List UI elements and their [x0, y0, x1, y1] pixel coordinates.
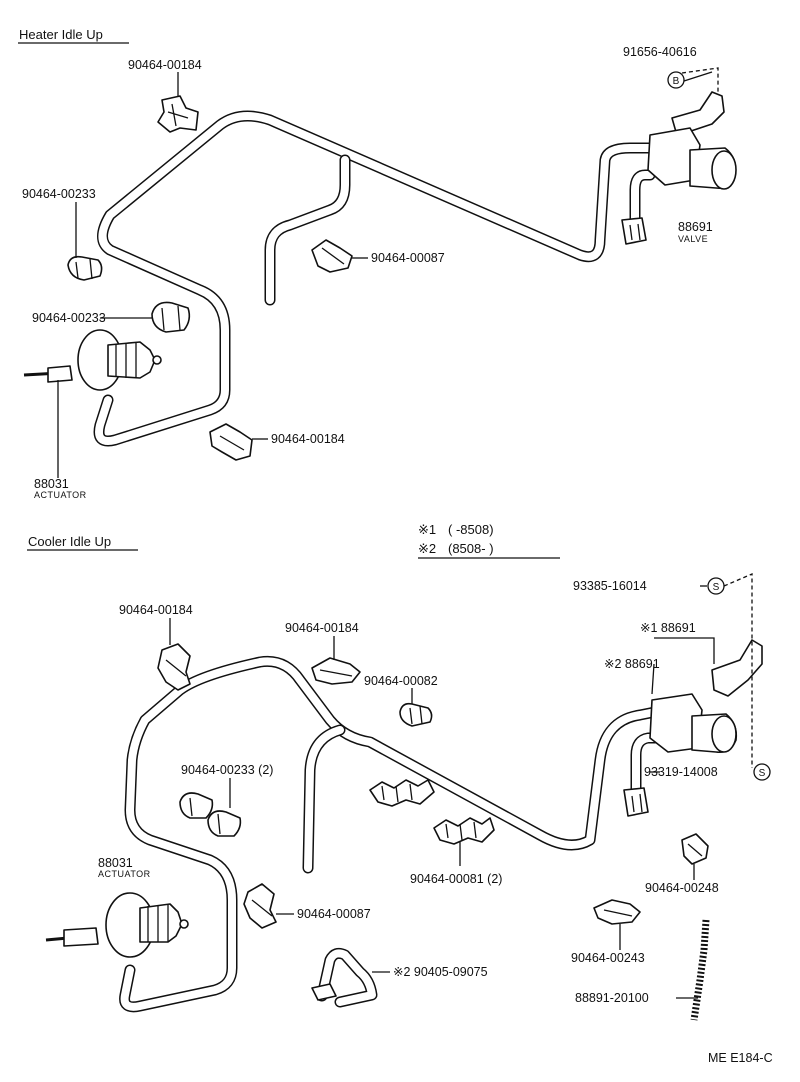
- notes: ※1 ( -8508) ※2 (8508- ): [418, 522, 560, 559]
- label-clip-left: 90464-00233: [22, 187, 96, 201]
- note1-text: ( -8508): [448, 522, 494, 537]
- heater-hose: [93, 110, 656, 447]
- clip-00184-top-icon: [157, 95, 199, 133]
- leader-valve-1-2: [651, 637, 715, 695]
- screw-upper-mark: S: [713, 582, 720, 593]
- clip-00087-icon: [243, 883, 277, 929]
- label-bolt: 91656-40616: [623, 45, 697, 59]
- label-actuator-name: ACTUATOR: [34, 490, 87, 500]
- screw-lower-mark-circle: [753, 763, 771, 781]
- label-c-clip-243: 90464-00243: [571, 951, 645, 965]
- clip-00233-left2-icon: [151, 301, 191, 333]
- cooler-section-title: Cooler Idle Up: [28, 534, 111, 549]
- cooler-valve-icon: [623, 639, 763, 817]
- clip-00184-top-left-icon: [157, 643, 191, 691]
- label-c-clip-top-left: 90464-00184: [119, 603, 193, 617]
- label-c-clip-top-mid: 90464-00184: [285, 621, 359, 635]
- label-c-clip-087: 90464-00087: [297, 907, 371, 921]
- label-clip-bottom: 90464-00184: [271, 432, 345, 446]
- clip-00243-icon: [593, 899, 641, 925]
- clip-00233-left-icon: [67, 255, 103, 281]
- note1-mark: ※1: [418, 522, 436, 537]
- cooler-hose: [119, 655, 661, 1013]
- clip-00184-top-mid-icon: [311, 657, 361, 685]
- label-c-clip-082: 90464-00082: [364, 674, 438, 688]
- label-clip-left2: 90464-00233: [32, 311, 106, 325]
- label-c-valve-1: ※1 88691: [640, 621, 696, 635]
- heater-valve-icon: [621, 91, 737, 245]
- clip-00082-icon: [399, 702, 433, 727]
- label-c-actuator-no: 88031: [98, 856, 133, 870]
- label-c-actuator-name: ACTUATOR: [98, 869, 151, 879]
- label-valve-no: 88691: [678, 220, 713, 234]
- label-c-screw2: 93319-14008: [644, 765, 718, 779]
- footer-code: ME E184-C: [708, 1051, 773, 1065]
- label-c-clip-081: 90464-00081 (2): [410, 872, 502, 886]
- label-coil-hose: 88891-20100: [575, 991, 649, 1005]
- label-actuator-no: 88031: [34, 477, 69, 491]
- heater-section-title: Heater Idle Up: [19, 27, 103, 42]
- bolt-mark-circle: [667, 71, 685, 89]
- label-c-clip-233: 90464-00233 (2): [181, 763, 273, 777]
- coil-hose-icon: [690, 919, 710, 1021]
- note2-mark: ※2: [418, 541, 436, 556]
- screw-dash: [723, 573, 753, 768]
- label-c-valve-2: ※2 88691: [604, 657, 660, 671]
- label-c-clip-248: 90464-00248: [645, 881, 719, 895]
- label-hose-90405: ※2 90405-09075: [393, 965, 488, 979]
- clip-00233-pair-icon: [179, 792, 242, 837]
- heater-actuator-icon: [23, 329, 162, 391]
- heater-idle-up-section: Heater Idle Up 90464-00184 90464-00233: [18, 27, 737, 500]
- clip-00087-mid-icon: [311, 239, 353, 273]
- label-valve-name: VALVE: [678, 234, 708, 244]
- note2-text: (8508- ): [448, 541, 494, 556]
- clip-00081-pair-icon: [369, 779, 495, 845]
- leader-bolt-dash: [681, 67, 719, 92]
- bolt-mark: B: [673, 76, 680, 87]
- clip-00248-icon: [681, 833, 709, 865]
- cooler-actuator-icon: [45, 892, 189, 958]
- label-c-screw: 93385-16014: [573, 579, 647, 593]
- screw-lower-mark: S: [759, 768, 766, 779]
- label-clip-top: 90464-00184: [128, 58, 202, 72]
- hose-90405-icon: [311, 947, 378, 1008]
- cooler-idle-up-section: Cooler Idle Up 90464-00184 90464-00184: [27, 534, 771, 1021]
- clip-00184-bottom-icon: [209, 423, 253, 461]
- label-clip-mid: 90464-00087: [371, 251, 445, 265]
- leader-bolt: [683, 71, 713, 82]
